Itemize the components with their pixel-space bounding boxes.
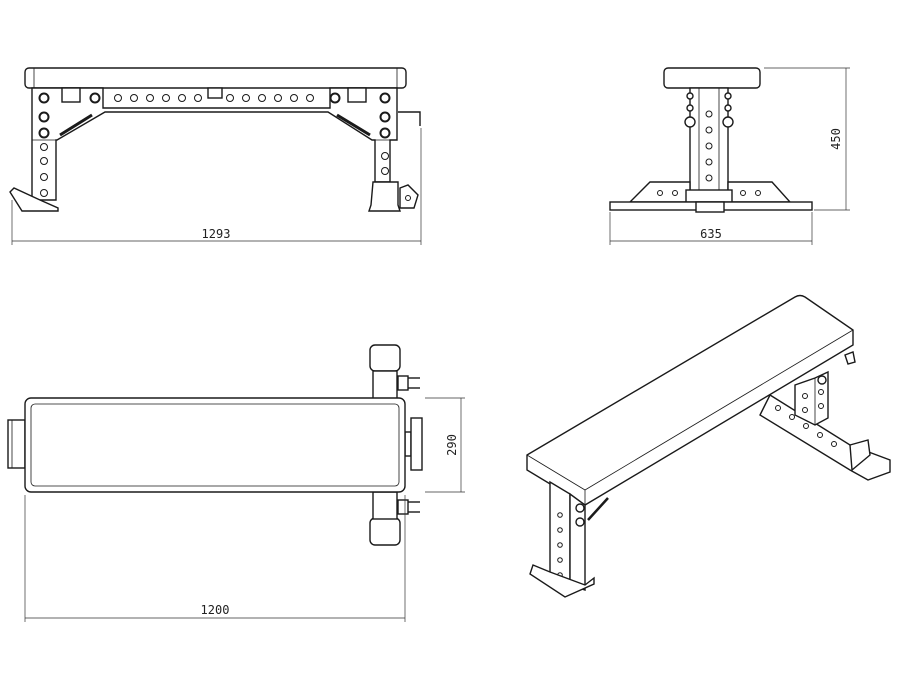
side-beam-holes	[38, 92, 391, 197]
top-foot-lower	[369, 517, 401, 546]
front-view: 635 450	[609, 67, 850, 245]
front-height-label: 450	[829, 128, 843, 150]
top-view: 290 1200	[7, 344, 465, 622]
side-foot-right	[368, 181, 401, 212]
side-logo-right	[336, 113, 371, 137]
front-seat-pad	[663, 67, 761, 89]
top-end-plate	[410, 417, 423, 471]
top-seat-pad	[24, 397, 406, 493]
side-bracket-left	[61, 87, 81, 103]
side-foot-left	[9, 187, 59, 212]
side-bracket-right	[347, 87, 367, 103]
side-pin	[398, 111, 421, 126]
side-logo-left	[59, 113, 93, 137]
side-dimension-label: 1293	[202, 227, 231, 241]
front-width-label: 635	[700, 227, 722, 241]
isometric-view	[526, 294, 891, 598]
side-view: 1293	[9, 67, 422, 245]
side-seat-pad	[24, 67, 407, 89]
top-width-label: 290	[445, 434, 459, 456]
side-frame	[31, 87, 398, 201]
top-foot-upper	[369, 344, 401, 372]
top-length-label: 1200	[201, 603, 230, 617]
front-column-foot	[685, 189, 733, 203]
iso-front-leg	[549, 480, 571, 587]
top-handle	[7, 419, 26, 469]
iso-front-foot	[529, 564, 595, 598]
iso-seat-pad	[526, 294, 854, 506]
side-bracket-mid	[207, 87, 223, 99]
iso-logo	[587, 497, 609, 521]
